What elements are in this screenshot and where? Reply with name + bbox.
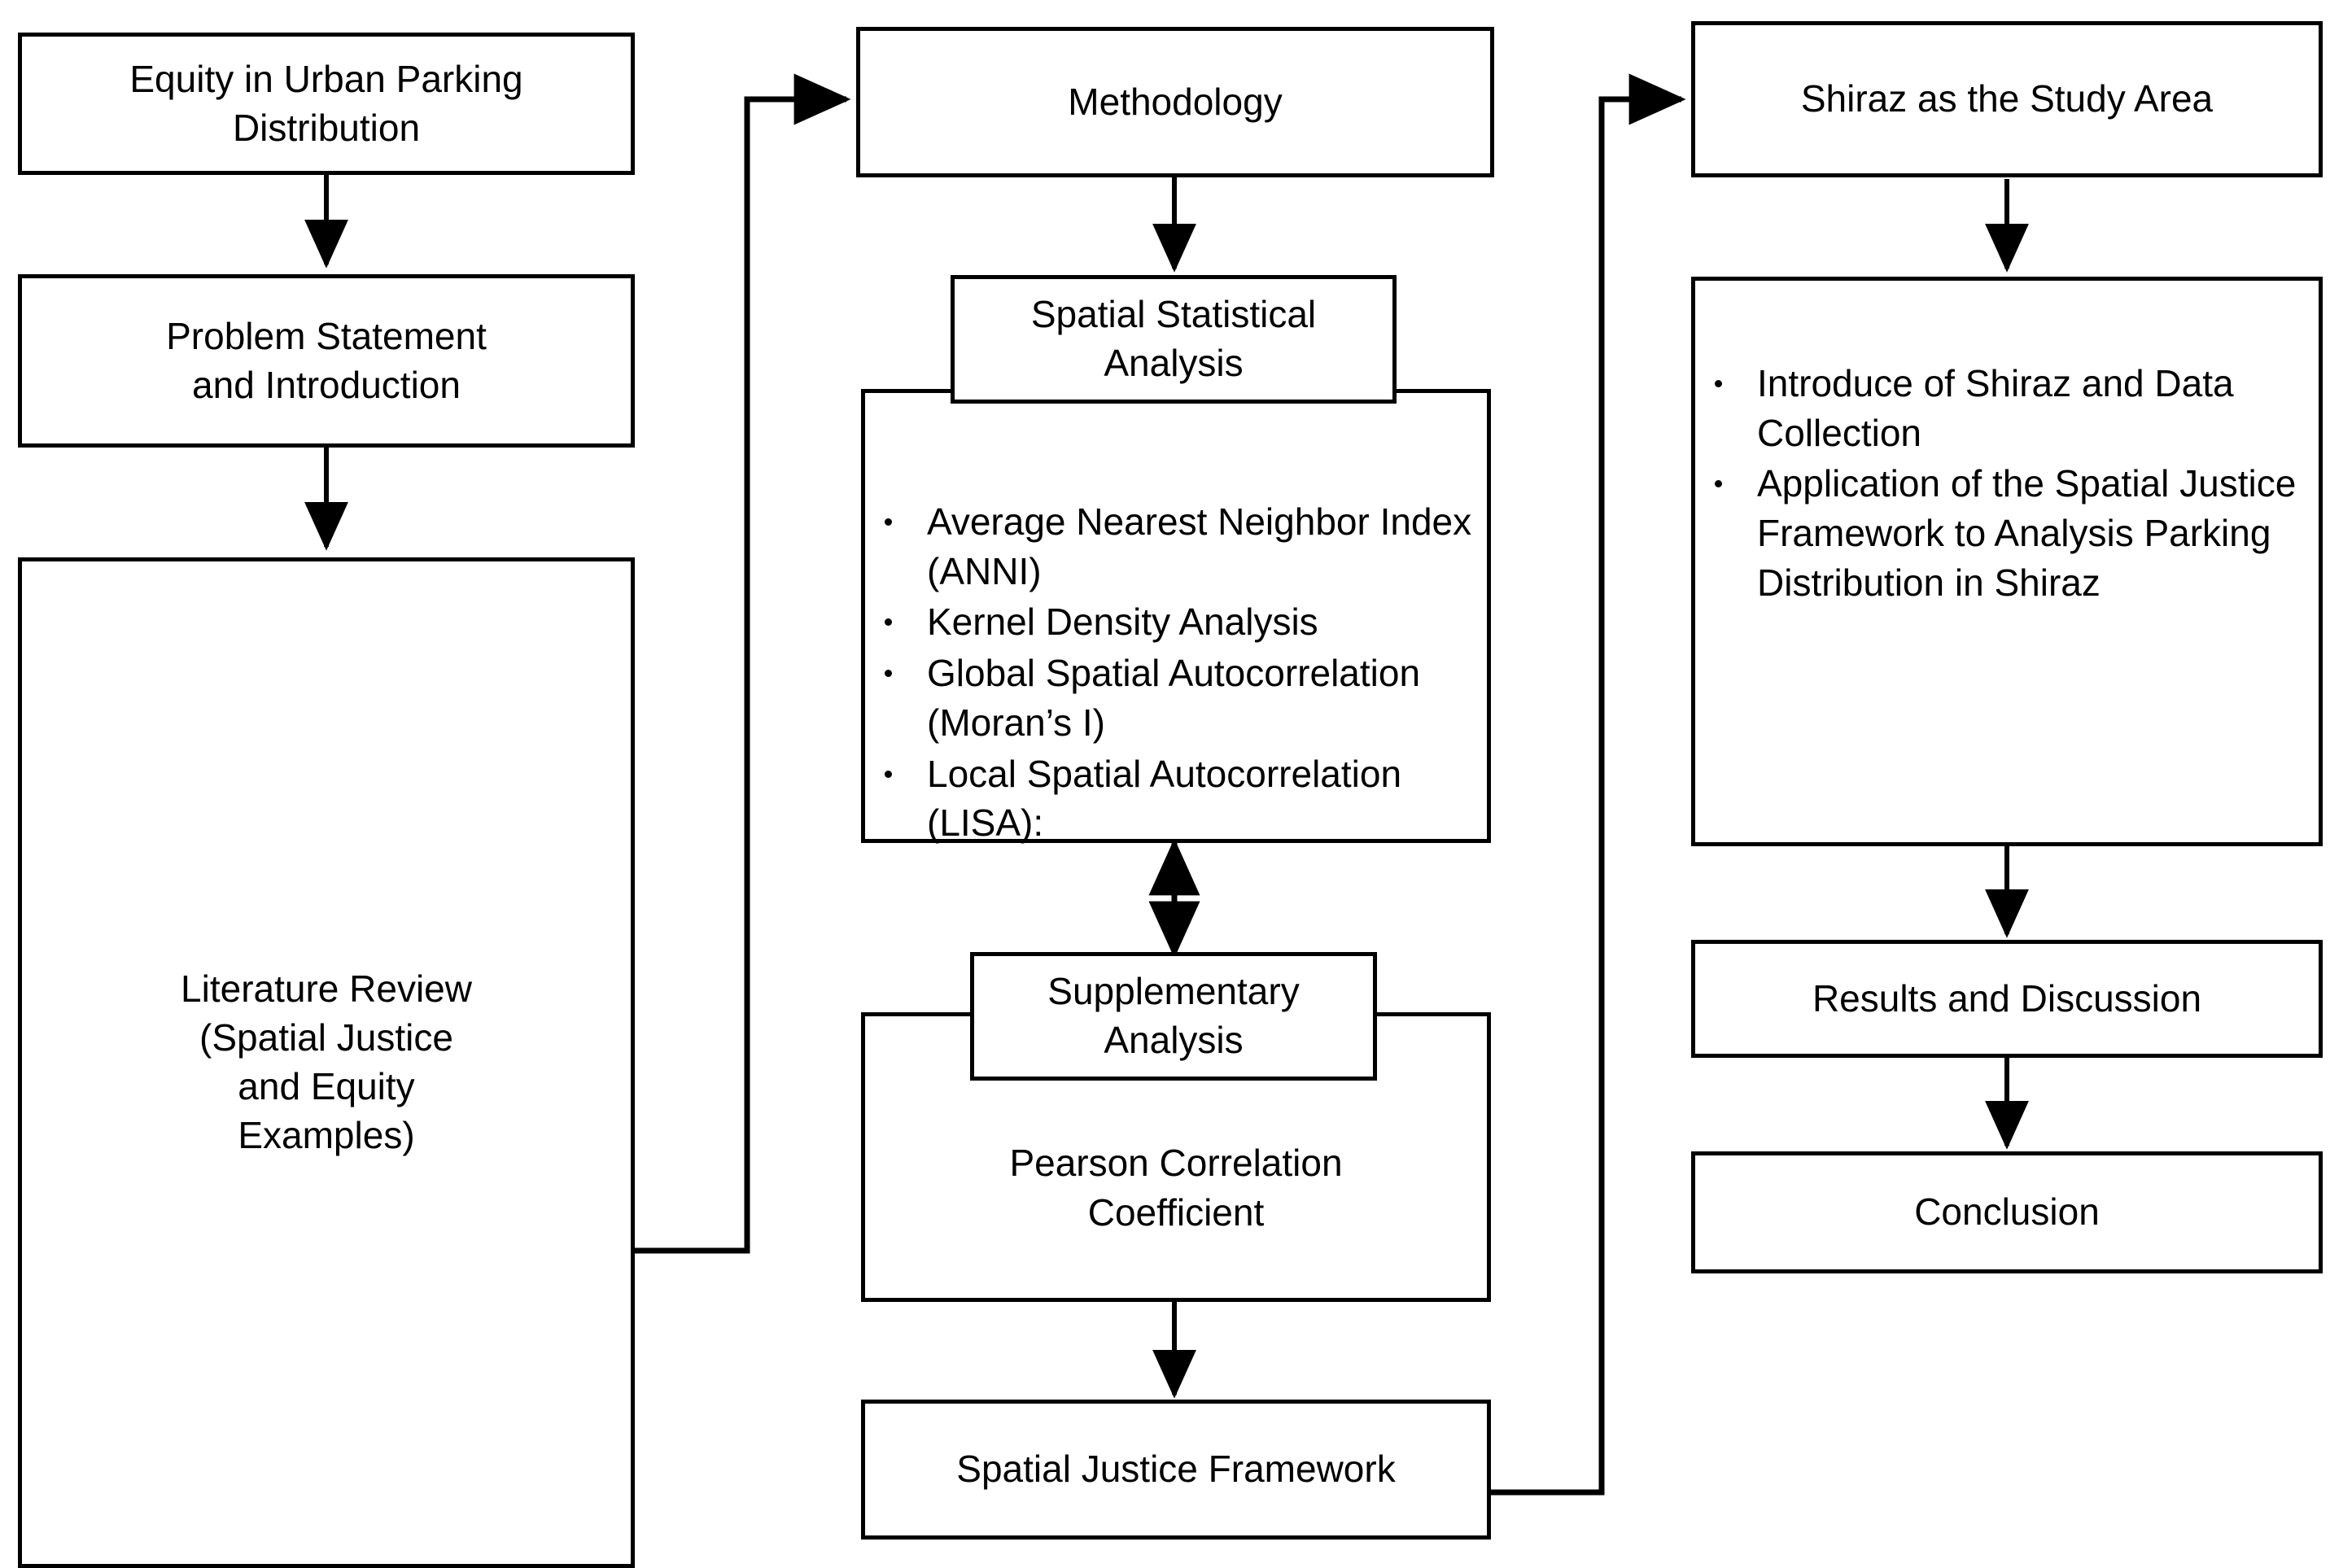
- node-label: Problem Statement and Introduction: [166, 314, 487, 406]
- node-conclusion[interactable]: Conclusion: [1691, 1151, 2323, 1273]
- node-shiraz-items-list[interactable]: Introduce of Shiraz and Data Collection …: [1691, 277, 2323, 846]
- node-label: Equity in Urban Parking Distribution: [129, 57, 523, 149]
- node-label: Shiraz as the Study Area: [1800, 77, 2214, 120]
- node-label: Literature Review (Spatial Justice and E…: [181, 967, 472, 1156]
- node-spatial-justice-framework[interactable]: Spatial Justice Framework: [861, 1400, 1491, 1540]
- node-spatial-statistical-analysis[interactable]: Spatial Statistical Analysis: [951, 275, 1397, 404]
- node-label: Spatial Justice Framework: [956, 1448, 1396, 1491]
- list-item: Average Nearest Neighbor Index (ANNI): [865, 497, 1487, 596]
- list-item: Introduce of Shiraz and Data Collection: [1695, 359, 2319, 457]
- node-equity-in-urban-parking-distribution[interactable]: Equity in Urban Parking Distribution: [18, 33, 635, 175]
- node-problem-statement-and-introduction[interactable]: Problem Statement and Introduction: [18, 274, 635, 448]
- edge-literature-to-methodology: [635, 73, 851, 1254]
- node-label: Results and Discussion: [1812, 976, 2202, 1020]
- list-item: Global Spatial Autocorrelation (Moran’s …: [865, 649, 1487, 747]
- node-label: Spatial Statistical Analysis: [1030, 293, 1317, 384]
- node-label: Conclusion: [1914, 1190, 2100, 1234]
- node-shiraz-as-study-area[interactable]: Shiraz as the Study Area: [1691, 21, 2323, 177]
- node-label: Supplementary Analysis: [1047, 970, 1300, 1061]
- node-results-and-discussion[interactable]: Results and Discussion: [1691, 940, 2323, 1058]
- list-item: Application of the Spatial Justice Frame…: [1695, 459, 2319, 607]
- node-methodology[interactable]: Methodology: [856, 27, 1494, 177]
- list-item: Kernel Density Analysis: [865, 597, 1487, 647]
- node-supplementary-analysis[interactable]: Supplementary Analysis: [970, 952, 1377, 1081]
- node-spatial-methods-list[interactable]: Average Nearest Neighbor Index (ANNI) Ke…: [861, 389, 1491, 844]
- list-item: Local Spatial Autocorrelation (LISA):: [865, 749, 1487, 848]
- node-label: Methodology: [1068, 80, 1283, 123]
- node-label: Pearson Correlation Coefficient: [1009, 1142, 1343, 1234]
- shiraz-bullet-list: Introduce of Shiraz and Data Collection …: [1695, 281, 2319, 608]
- node-literature-review[interactable]: Literature Review (Spatial Justice and E…: [18, 557, 635, 1568]
- edge-framework-to-shiraz: [1491, 73, 1686, 1496]
- spatial-methods-bullet-list: Average Nearest Neighbor Index (ANNI) Ke…: [865, 393, 1487, 848]
